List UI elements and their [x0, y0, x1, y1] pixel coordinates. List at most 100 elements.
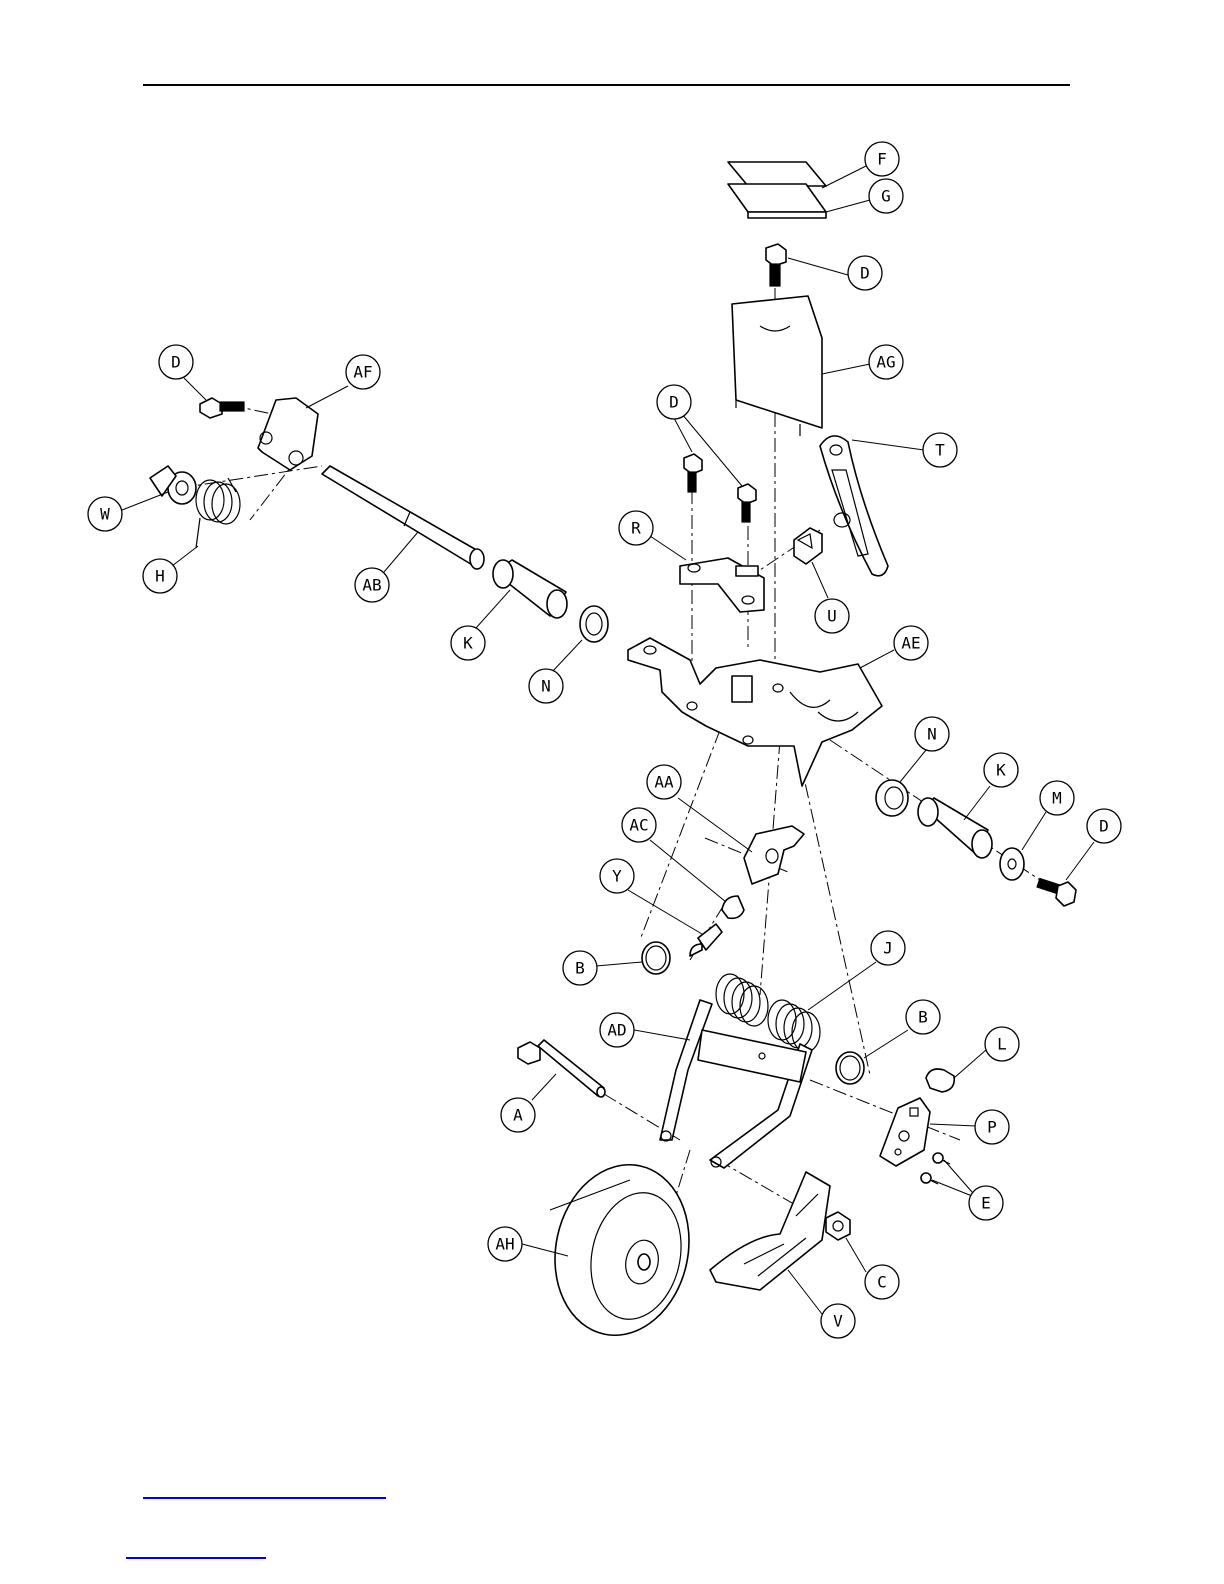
svg-text:C: C — [877, 1273, 887, 1292]
callout-ac: AC — [622, 808, 656, 842]
svg-text:AC: AC — [629, 816, 648, 835]
callout-c: C — [865, 1265, 899, 1299]
part-d-bolt-left — [200, 398, 244, 418]
part-ag-cover — [732, 296, 822, 436]
part-g-pad — [728, 184, 826, 218]
callout-g: G — [869, 179, 903, 213]
svg-text:D: D — [1099, 817, 1109, 836]
callout-b-right: B — [906, 1000, 940, 1034]
part-k-bushing-right — [918, 798, 992, 858]
callout-l: L — [985, 1027, 1019, 1061]
part-ab-shaft — [322, 466, 484, 569]
part-d-bolt-top — [766, 244, 786, 286]
svg-text:D: D — [669, 393, 679, 412]
part-a-axle-bolt — [518, 1040, 605, 1097]
svg-text:Y: Y — [612, 867, 622, 886]
callout-d-center: D — [657, 385, 691, 419]
callout-d-right: D — [1087, 809, 1121, 843]
svg-text:N: N — [541, 677, 551, 696]
svg-text:M: M — [1052, 789, 1062, 808]
footer-link-rule-1[interactable] — [143, 1497, 386, 1499]
svg-text:AH: AH — [495, 1235, 514, 1254]
svg-text:T: T — [935, 441, 945, 460]
callout-u: U — [815, 599, 849, 633]
svg-text:AE: AE — [901, 634, 920, 653]
part-e-screws — [921, 1153, 950, 1184]
callout-ag: AG — [869, 345, 903, 379]
callout-af: AF — [346, 355, 380, 389]
svg-text:AG: AG — [876, 353, 895, 372]
part-p-block — [880, 1098, 930, 1166]
part-d-bolt-center-right — [738, 484, 756, 522]
footer-link-rule-2[interactable] — [126, 1557, 266, 1559]
part-j-spring-right — [768, 1000, 820, 1052]
svg-text:G: G — [881, 187, 891, 206]
svg-text:AD: AD — [607, 1021, 626, 1040]
callout-ab: AB — [355, 568, 389, 602]
svg-text:AA: AA — [654, 773, 674, 792]
callout-k-left: K — [451, 626, 485, 660]
part-h-spring — [196, 478, 240, 548]
svg-text:AB: AB — [362, 576, 381, 595]
callout-a: A — [501, 1098, 535, 1132]
svg-text:B: B — [575, 959, 585, 978]
callout-t: T — [923, 433, 957, 467]
svg-text:K: K — [463, 634, 473, 653]
part-n-ring-right — [876, 780, 908, 816]
svg-text:L: L — [997, 1035, 1007, 1054]
part-ae-bracket — [628, 638, 882, 786]
part-w-bushing — [150, 466, 196, 504]
callout-r: R — [619, 511, 653, 545]
callout-aa: AA — [647, 765, 681, 799]
part-af-bracket — [258, 398, 318, 470]
callout-ae: AE — [894, 626, 928, 660]
callout-d-left: D — [159, 345, 193, 379]
svg-text:H: H — [155, 567, 165, 586]
part-aa-pawl — [744, 826, 804, 884]
part-d-bolt-right — [1037, 878, 1076, 906]
callout-k-right: K — [984, 753, 1018, 787]
svg-text:E: E — [981, 1194, 991, 1213]
svg-text:N: N — [927, 725, 937, 744]
svg-text:V: V — [833, 1312, 843, 1331]
svg-text:W: W — [100, 505, 110, 524]
callout-m: M — [1040, 781, 1074, 815]
svg-text:B: B — [918, 1008, 928, 1027]
part-u-bushing — [794, 528, 822, 564]
part-r-bracket — [680, 558, 764, 612]
callout-n-right: N — [915, 717, 949, 751]
svg-text:AF: AF — [353, 363, 372, 382]
callout-v: V — [821, 1304, 855, 1338]
part-y-pin — [690, 924, 722, 956]
part-f-pad — [728, 162, 826, 186]
callout-n-left: N — [529, 669, 563, 703]
svg-text:J: J — [883, 939, 893, 958]
part-d-bolt-center-left — [684, 454, 702, 492]
part-l-cap — [926, 1069, 954, 1092]
svg-text:D: D — [171, 353, 181, 372]
callout-d-top: D — [848, 256, 882, 290]
svg-text:P: P — [987, 1118, 997, 1137]
part-ah-wheel — [540, 1152, 705, 1348]
part-ad-fork — [660, 1000, 812, 1168]
svg-text:R: R — [631, 519, 641, 538]
callout-f: F — [865, 142, 899, 176]
part-c-nut — [826, 1212, 850, 1240]
callout-w: W — [88, 497, 122, 531]
part-n-ring-left — [580, 606, 608, 642]
svg-text:D: D — [860, 264, 870, 283]
svg-text:U: U — [827, 607, 837, 626]
part-b-ring-left — [642, 942, 670, 974]
part-t-link — [820, 436, 888, 576]
part-ac-cap — [722, 896, 744, 918]
part-b-ring-right — [836, 1052, 864, 1084]
callout-ad: AD — [600, 1013, 634, 1047]
svg-text:A: A — [513, 1106, 523, 1125]
part-j-spring-left — [716, 974, 768, 1026]
svg-text:F: F — [877, 150, 887, 169]
part-m-washer — [1000, 848, 1024, 880]
callout-y: Y — [600, 859, 634, 893]
callout-ah: AH — [488, 1227, 522, 1261]
